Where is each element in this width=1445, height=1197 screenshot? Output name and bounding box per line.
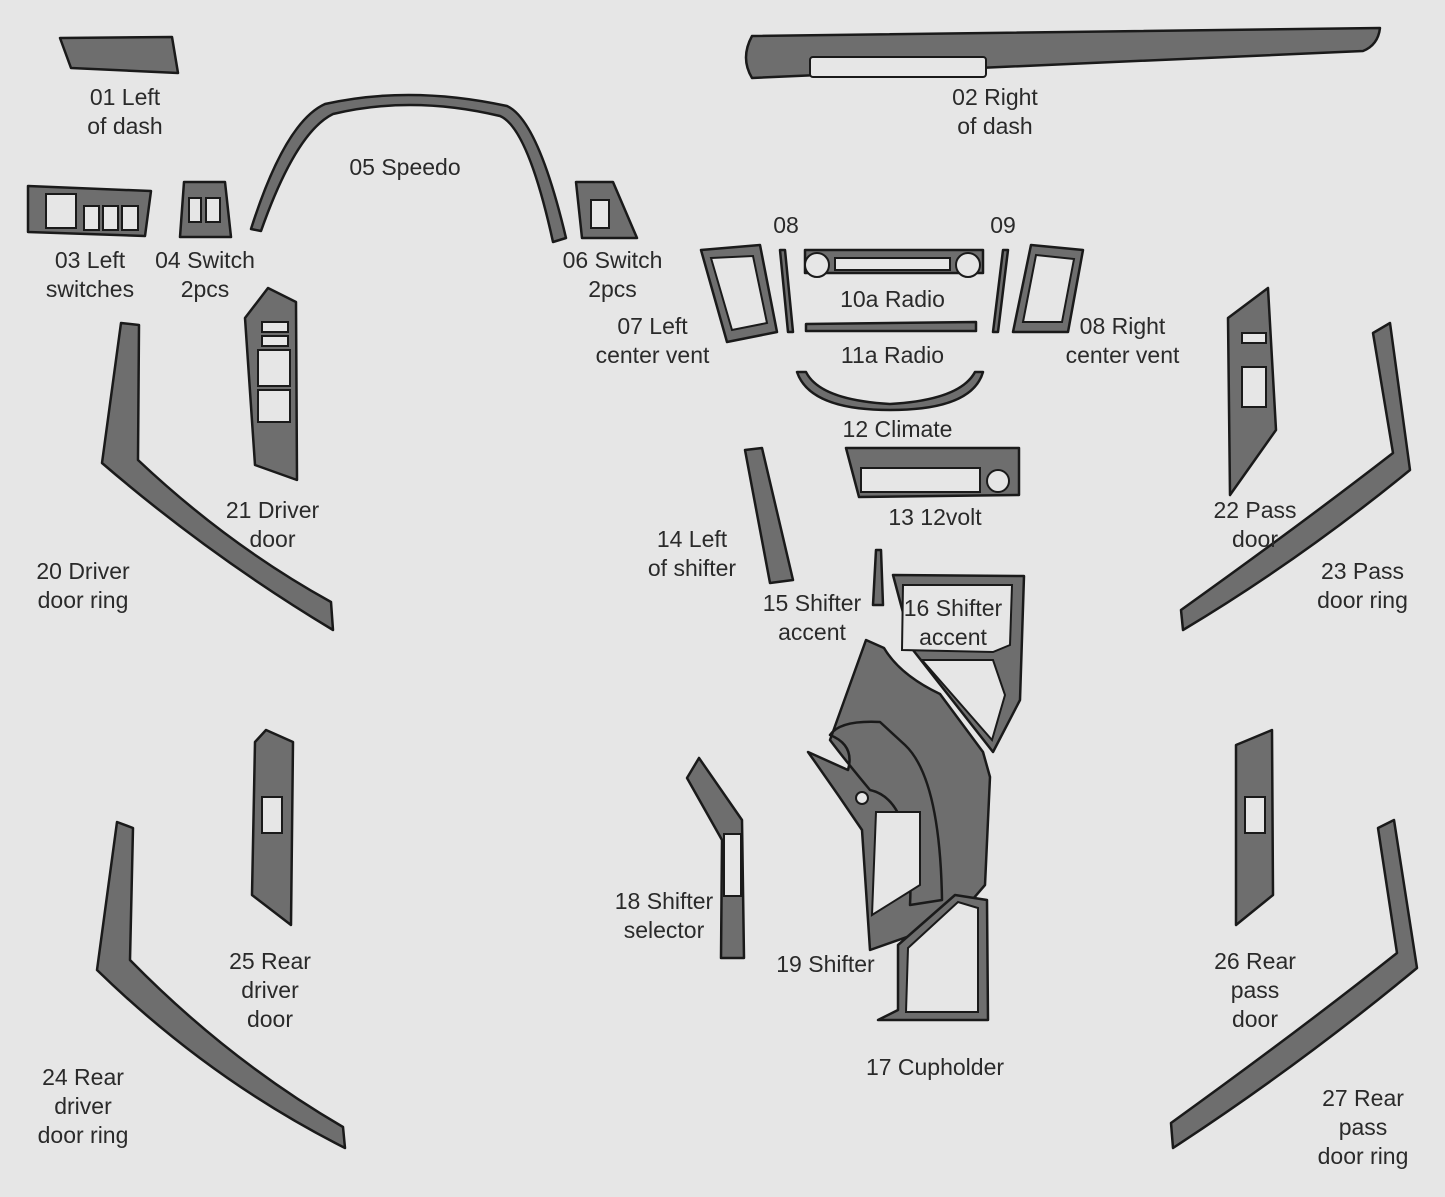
part-12-climate xyxy=(795,370,985,412)
part-25-rear-driver-door xyxy=(250,728,295,927)
part-11a-radio xyxy=(804,320,978,333)
part-08-vent-strip xyxy=(778,248,795,334)
part-02-right-of-dash xyxy=(744,26,1382,80)
part-08-right-center-vent xyxy=(1011,243,1085,334)
part-18-shifter-selector xyxy=(685,756,746,960)
part-21-driver-door xyxy=(243,286,299,482)
part-27-rear-pass-door-ring xyxy=(1169,818,1419,1150)
part-13-12volt xyxy=(844,446,1021,499)
part-23-pass-door-ring xyxy=(1179,321,1412,632)
part-05-speedo xyxy=(249,93,568,244)
label-12: 12 Climate xyxy=(842,416,953,442)
label-09: 09 xyxy=(990,212,1016,238)
part-26-rear-pass-door xyxy=(1234,728,1275,927)
part-14-left-of-shifter xyxy=(743,446,795,585)
part-10a-radio xyxy=(803,248,985,278)
part-17-cupholder xyxy=(876,893,990,1022)
part-04-switch xyxy=(178,180,233,239)
part-20-driver-door-ring xyxy=(100,321,335,632)
part-24-rear-driver-door-ring xyxy=(95,820,347,1150)
label-08-strip: 08 xyxy=(773,212,799,238)
part-16-shifter-accent xyxy=(891,573,1026,754)
part-06-switch xyxy=(574,180,639,240)
part-03-left-switches xyxy=(26,184,153,238)
label-19: 19 Shifter xyxy=(776,951,875,977)
label-05: 05 Speedo xyxy=(349,154,461,180)
part-15-shifter-accent xyxy=(871,548,885,607)
part-01-left-of-dash xyxy=(58,35,180,75)
part-22-pass-door xyxy=(1226,286,1278,497)
part-09-vent-strip xyxy=(991,248,1010,334)
part-07-left-center-vent xyxy=(699,243,779,344)
label-17: 17 Cupholder xyxy=(865,1054,1005,1080)
label-11a: 11a Radio xyxy=(840,342,945,368)
label-13: 13 12volt xyxy=(888,504,982,530)
label-10a: 10a Radio xyxy=(840,286,945,312)
